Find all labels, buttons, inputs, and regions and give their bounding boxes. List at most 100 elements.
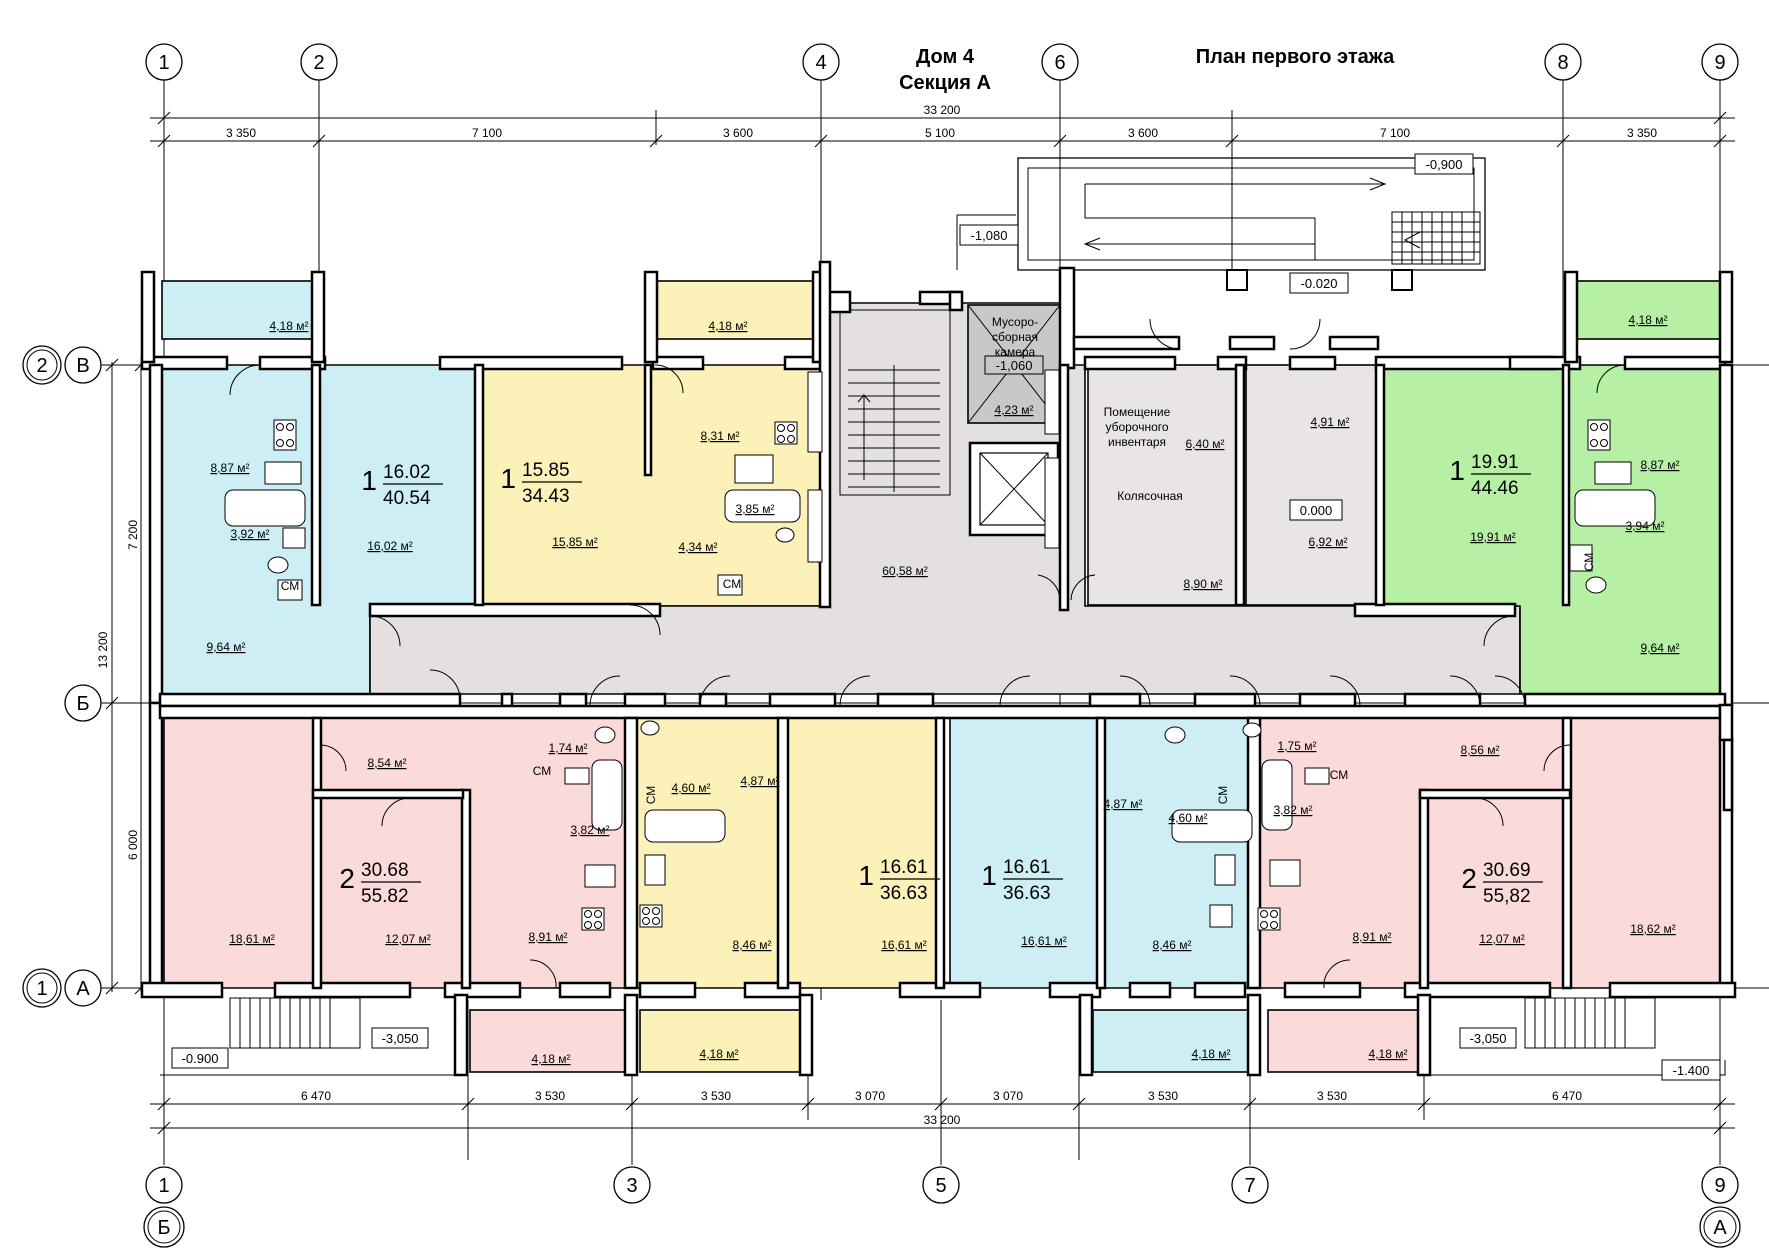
svg-text:3 070: 3 070 — [855, 1089, 885, 1103]
cm-label: СМ — [723, 577, 742, 591]
door-swings — [229, 318, 1626, 989]
svg-text:33 200: 33 200 — [924, 1113, 961, 1127]
entrance-ramp — [956, 157, 1486, 271]
cm-label: СМ — [1582, 553, 1596, 572]
svg-text:5 100: 5 100 — [925, 126, 955, 140]
room-area: 3,82 м² — [571, 823, 610, 837]
cleaning-room-label: уборочного — [1105, 420, 1168, 434]
room-area: 60,58 м² — [882, 564, 928, 578]
apt-s3-loggia — [1092, 1009, 1249, 1073]
svg-text:6 000: 6 000 — [126, 830, 140, 860]
room-area: 8,46 м² — [1153, 938, 1192, 952]
apt-sw-loggia — [469, 1009, 626, 1073]
axis-bubbles-bottom: 1 3 5 7 9 Б А — [143, 1166, 1741, 1248]
svg-text:7 200: 7 200 — [126, 520, 140, 550]
axis-bubbles-left: 2 В Б 1 А — [22, 345, 102, 1008]
level-mark: -1.400 — [1673, 1063, 1710, 1078]
svg-text:30.68: 30.68 — [361, 860, 409, 881]
svg-text:36.63: 36.63 — [880, 883, 928, 904]
svg-text:6 470: 6 470 — [301, 1089, 331, 1103]
apartment-label-ne: 1 19.91 44.46 — [1449, 452, 1531, 499]
svg-text:Б: Б — [157, 1217, 170, 1239]
svg-text:3 350: 3 350 — [1627, 126, 1657, 140]
apartment-label-se: 2 30.69 55,82 — [1461, 860, 1543, 907]
dimension-lines — [105, 110, 1735, 1160]
svg-text:Б: Б — [76, 693, 89, 715]
room-area: 4,18 м² — [709, 319, 748, 333]
svg-text:30.69: 30.69 — [1483, 860, 1531, 881]
svg-text:15.85: 15.85 — [522, 460, 570, 481]
cm-label: СМ — [1330, 768, 1349, 782]
room-area: 4,60 м² — [672, 781, 711, 795]
room-area: 16,61 м² — [1021, 934, 1067, 948]
room-area: 4,87 м² — [1104, 797, 1143, 811]
cm-label: СМ — [1216, 786, 1230, 805]
room-area: 8,46 м² — [733, 938, 772, 952]
svg-text:55.82: 55.82 — [361, 886, 409, 907]
apartment-labels: 1 16.02 40.54 1 15.85 34.43 1 19.91 44.4… — [339, 452, 1543, 907]
cm-label: СМ — [281, 579, 300, 593]
svg-text:3 530: 3 530 — [1148, 1089, 1178, 1103]
svg-text:2: 2 — [36, 355, 47, 377]
room-area: 18,62 м² — [1630, 922, 1676, 936]
svg-text:36.63: 36.63 — [1003, 883, 1051, 904]
svg-text:8: 8 — [1557, 52, 1568, 74]
svg-text:1: 1 — [1449, 455, 1465, 486]
svg-text:7 100: 7 100 — [1380, 126, 1410, 140]
room-area: 19,91 м² — [1470, 530, 1516, 544]
room-area: 12,07 м² — [1479, 932, 1525, 946]
room-area: 9,64 м² — [207, 640, 246, 654]
level-mark: -1,080 — [971, 228, 1008, 243]
svg-text:6: 6 — [1054, 52, 1065, 74]
svg-text:2: 2 — [339, 863, 355, 894]
svg-text:7: 7 — [1244, 1175, 1255, 1197]
svg-text:2: 2 — [313, 52, 324, 74]
apt-se-rooms — [1259, 717, 1721, 989]
room-area: 4,23 м² — [995, 403, 1034, 417]
svg-text:1: 1 — [361, 465, 377, 496]
svg-text:19.91: 19.91 — [1471, 452, 1519, 473]
svg-text:7 100: 7 100 — [472, 126, 502, 140]
room-area: 6,40 м² — [1186, 437, 1225, 451]
svg-text:А: А — [76, 978, 90, 1000]
axis-bubbles-top: 1 2 4 6 8 9 — [145, 43, 1739, 81]
svg-text:5: 5 — [935, 1175, 946, 1197]
svg-text:16.61: 16.61 — [880, 857, 928, 878]
garbage-room-label: сборная — [992, 330, 1038, 344]
room-area: 4,18 м² — [1369, 1047, 1408, 1061]
room-area: 16,61 м² — [881, 938, 927, 952]
level-mark: -0,900 — [1426, 157, 1463, 172]
cm-label: СМ — [533, 764, 552, 778]
svg-text:1: 1 — [858, 860, 874, 891]
entrance-stairs-bottom — [160, 997, 1726, 1076]
level-mark: -0.900 — [182, 1051, 219, 1066]
room-area: 3,94 м² — [1626, 519, 1665, 533]
apartment-label-n2: 1 15.85 34.43 — [500, 460, 582, 507]
svg-text:40.54: 40.54 — [383, 488, 431, 509]
room-area: 4,87 м² — [741, 774, 780, 788]
room-area: 18,61 м² — [229, 932, 275, 946]
cleaning-room-label: инвентаря — [1108, 435, 1166, 449]
apartment-label-nw: 1 16.02 40.54 — [361, 462, 443, 509]
room-area: 4,18 м² — [532, 1052, 571, 1066]
svg-text:3 070: 3 070 — [993, 1089, 1023, 1103]
room-area: 8,54 м² — [368, 756, 407, 770]
svg-text:2: 2 — [1461, 863, 1477, 894]
svg-text:44.46: 44.46 — [1471, 478, 1519, 499]
room-area: 4,18 м² — [270, 319, 309, 333]
room-area: 8,31 м² — [701, 429, 740, 443]
dimension-labels: 33 200 3 350 7 100 3 600 5 100 3 600 7 1… — [96, 103, 1657, 1127]
svg-text:1: 1 — [36, 978, 47, 1000]
garbage-room-label: Мусоро- — [992, 315, 1038, 329]
column — [1391, 269, 1413, 291]
svg-text:13 200: 13 200 — [96, 631, 110, 668]
svg-text:16.61: 16.61 — [1003, 857, 1051, 878]
room-area: 16,02 м² — [367, 539, 413, 553]
column — [1226, 269, 1248, 291]
room-area: 8,87 м² — [1641, 458, 1680, 472]
stroller-room-label: Колясочная — [1117, 489, 1183, 503]
elevator — [968, 441, 1060, 537]
room-area: 4,91 м² — [1311, 415, 1350, 429]
stair-treads — [848, 365, 940, 492]
